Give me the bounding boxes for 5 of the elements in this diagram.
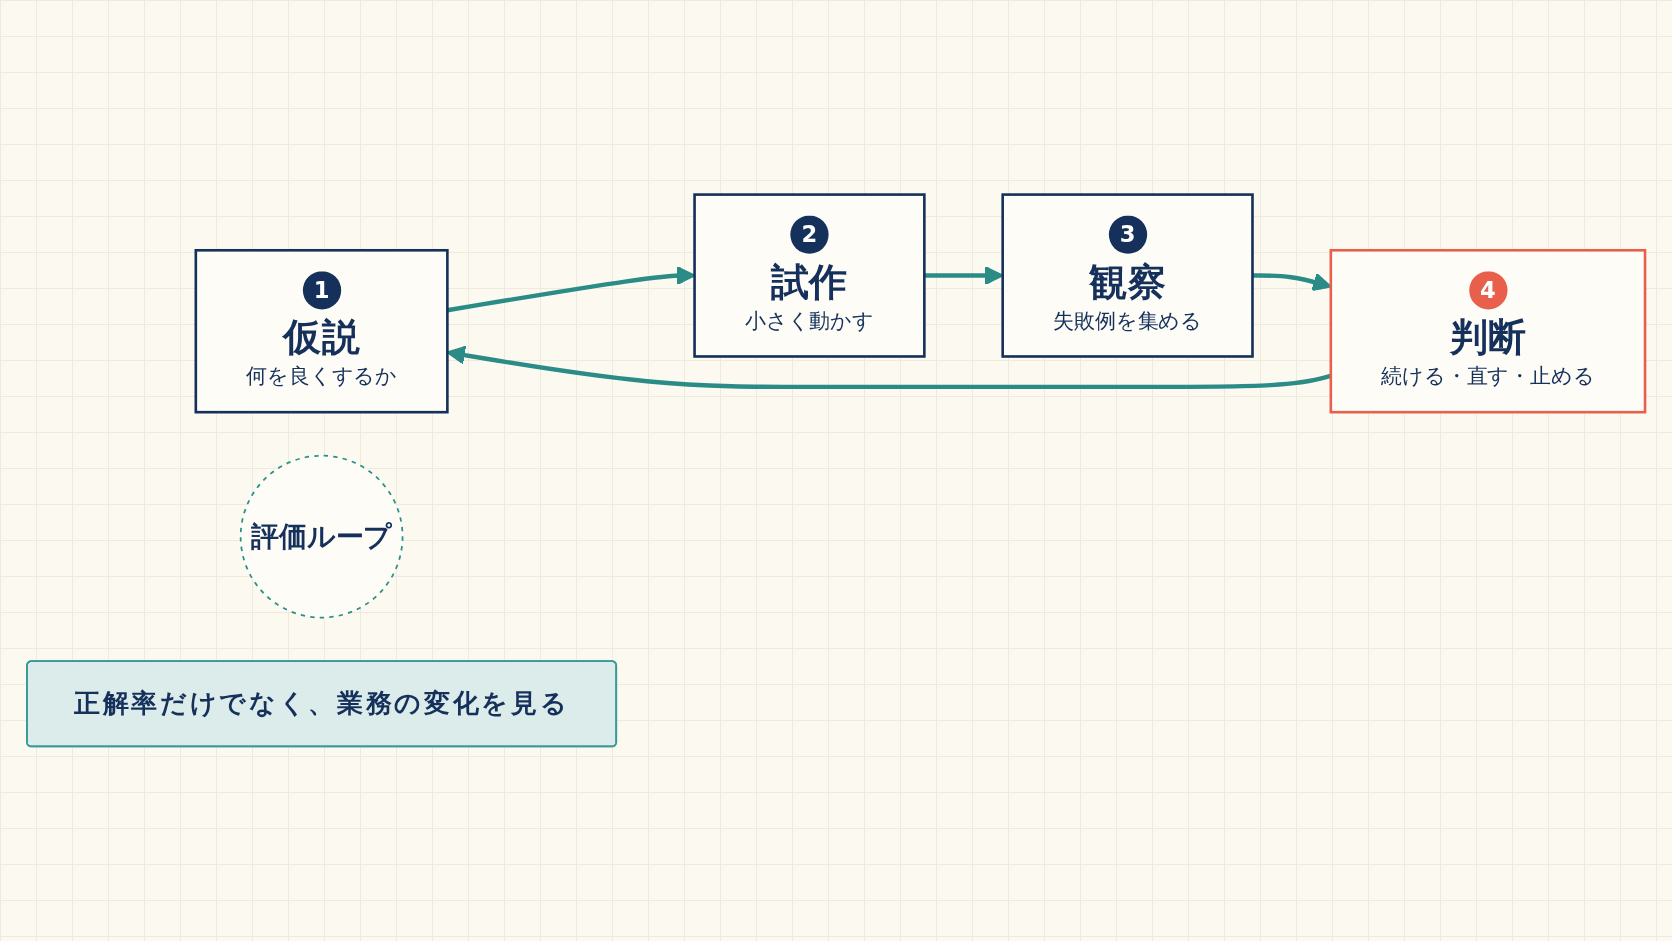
node-box: 4 判断 続ける・直す・止める	[1329, 249, 1647, 414]
node-box: 1 仮説 何を良くするか	[194, 249, 449, 414]
node-box: 3 観察 失敗例を集める	[1001, 193, 1254, 358]
node-box: 2 試作 小さく動かす	[693, 193, 926, 358]
node-circle: 評価ループ	[239, 454, 404, 619]
